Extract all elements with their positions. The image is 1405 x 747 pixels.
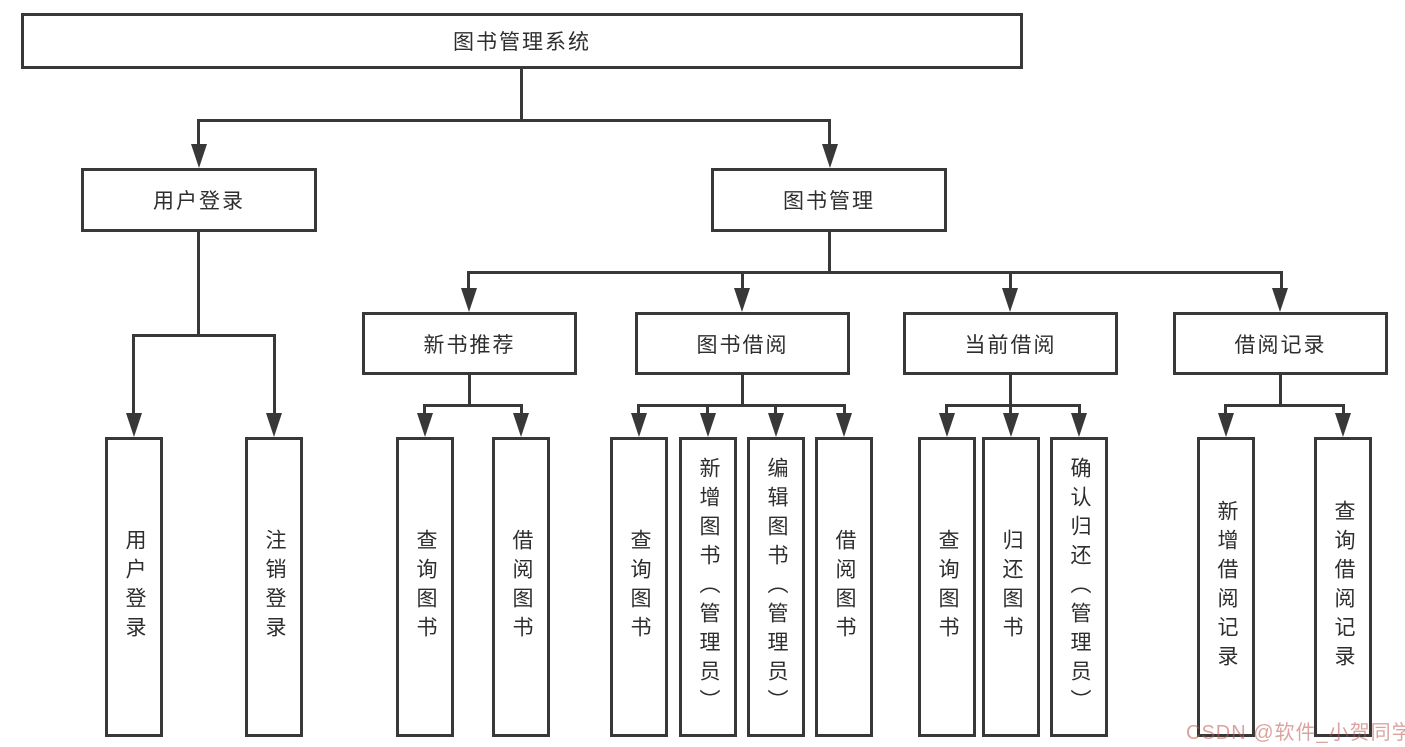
connector-line: [520, 69, 523, 122]
leaf-query-current-book: 查询图书: [918, 437, 976, 737]
connector-line: [945, 404, 948, 414]
connector-line: [520, 404, 523, 414]
arrow-down-icon: [417, 413, 433, 437]
connector-line: [843, 404, 846, 414]
connector-line: [423, 404, 426, 414]
connector-line: [467, 271, 470, 290]
node-book-management: 图书管理: [711, 168, 947, 232]
leaf-query-book-recommend: 查询图书: [396, 437, 454, 737]
node-borrow-record: 借阅记录: [1173, 312, 1388, 375]
arrow-down-icon: [513, 413, 529, 437]
arrow-down-icon: [822, 144, 838, 168]
leaf-borrow-book: 借阅图书: [815, 437, 873, 737]
leaf-confirm-return-admin: 确认归还（管理员）: [1050, 437, 1108, 737]
connector-line: [132, 334, 276, 337]
connector-line: [197, 119, 831, 122]
arrow-down-icon: [191, 144, 207, 168]
arrow-down-icon: [1071, 413, 1087, 437]
arrow-down-icon: [1335, 413, 1351, 437]
connector-line: [468, 375, 471, 407]
connector-line: [1224, 404, 1345, 407]
node-current-borrow: 当前借阅: [903, 312, 1118, 375]
connector-line: [1078, 404, 1081, 414]
connector-line: [828, 119, 831, 146]
connector-line: [423, 404, 523, 407]
leaf-query-borrow-record: 查询借阅记录: [1314, 437, 1372, 737]
arrow-down-icon: [1002, 288, 1018, 312]
node-new-book-recommend: 新书推荐: [362, 312, 577, 375]
connector-line: [1279, 375, 1282, 407]
arrow-down-icon: [734, 288, 750, 312]
node-book-borrow: 图书借阅: [635, 312, 850, 375]
node-root: 图书管理系统: [21, 13, 1023, 69]
connector-line: [1009, 404, 1012, 414]
connector-line: [706, 404, 709, 414]
connector-line: [1224, 404, 1227, 414]
leaf-user-login: 用户登录: [105, 437, 163, 737]
connector-line: [637, 404, 846, 407]
connector-line: [467, 271, 1283, 274]
arrow-down-icon: [700, 413, 716, 437]
arrow-down-icon: [768, 413, 784, 437]
connector-line: [774, 404, 777, 414]
arrow-down-icon: [939, 413, 955, 437]
leaf-add-book-admin: 新增图书（管理员）: [679, 437, 737, 737]
connector-line: [273, 334, 276, 414]
connector-line: [197, 119, 200, 146]
arrow-down-icon: [631, 413, 647, 437]
arrow-down-icon: [266, 413, 282, 437]
arrow-down-icon: [1003, 413, 1019, 437]
arrow-down-icon: [1272, 288, 1288, 312]
connector-line: [197, 232, 200, 337]
arrow-down-icon: [836, 413, 852, 437]
arrow-down-icon: [1218, 413, 1234, 437]
watermark: CSDN @软件_小贺同学: [1186, 722, 1405, 744]
leaf-return-book: 归还图书: [982, 437, 1040, 737]
leaf-borrow-book-recommend: 借阅图书: [492, 437, 550, 737]
connector-line: [1280, 271, 1283, 290]
arrow-down-icon: [461, 288, 477, 312]
leaf-edit-book-admin: 编辑图书（管理员）: [747, 437, 805, 737]
arrow-down-icon: [126, 413, 142, 437]
connector-line: [1342, 404, 1345, 414]
leaf-logout: 注销登录: [245, 437, 303, 737]
connector-line: [1009, 375, 1012, 407]
connector-line: [637, 404, 640, 414]
connector-line: [741, 271, 744, 290]
leaf-query-book: 查询图书: [610, 437, 668, 737]
connector-line: [945, 404, 1081, 407]
connector-line: [1009, 271, 1012, 290]
node-user-login: 用户登录: [81, 168, 317, 232]
connector-line: [741, 375, 744, 407]
leaf-add-borrow-record: 新增借阅记录: [1197, 437, 1255, 737]
connector-line: [132, 334, 135, 414]
connector-line: [828, 232, 831, 274]
